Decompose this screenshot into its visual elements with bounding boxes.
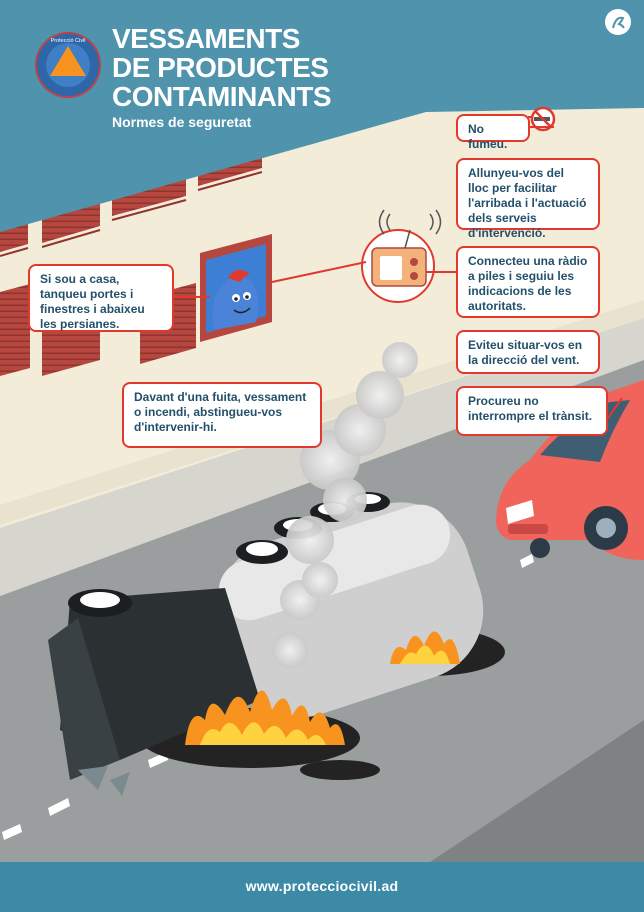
tip-leak: Davant d'una fuita, vessament o incendi,… <box>122 382 322 448</box>
title-line-3: CONTAMINANTS <box>112 81 332 112</box>
title-line-1: VESSAMENTS <box>112 23 300 54</box>
brand-mark-icon <box>605 9 631 35</box>
footer-band <box>0 862 644 912</box>
title-line-2: DE PRODUCTES <box>112 52 329 83</box>
tip-radio: Connecteu una ràdio a piles i seguiu les… <box>456 246 600 318</box>
road-curb-lower <box>430 720 644 862</box>
svg-text:Protecció Civil: Protecció Civil <box>51 38 86 44</box>
tip-move-away: Allunyeu-vos del lloc per facilitar l'ar… <box>456 158 600 240</box>
bubble-connectors <box>172 116 623 419</box>
page-subtitle: Normes de seguretat <box>112 114 252 130</box>
blue-character-icon <box>212 269 259 330</box>
civil-protection-logo-icon: Protecció Civil <box>35 32 101 98</box>
fire-icon-2 <box>390 631 460 664</box>
window-frame-lines <box>0 171 263 257</box>
fire-icon <box>185 690 345 745</box>
tip-traffic: Procureu no interrompre el trànsit. <box>456 386 608 436</box>
tip-wind: Eviteu situar-vos en la direcció del ven… <box>456 330 600 374</box>
footer-url[interactable]: www.protecciocivil.ad <box>245 878 399 894</box>
page-title: VESSAMENTS DE PRODUCTES CONTAMINANTS <box>112 23 332 112</box>
tip-home: Si sou a casa, tanqueu portes i finestre… <box>28 264 174 332</box>
radio-icon <box>361 209 442 303</box>
header-band <box>0 0 644 232</box>
tip-no-smoking: No fumeu. <box>456 114 530 151</box>
no-smoking-icon <box>530 106 556 132</box>
